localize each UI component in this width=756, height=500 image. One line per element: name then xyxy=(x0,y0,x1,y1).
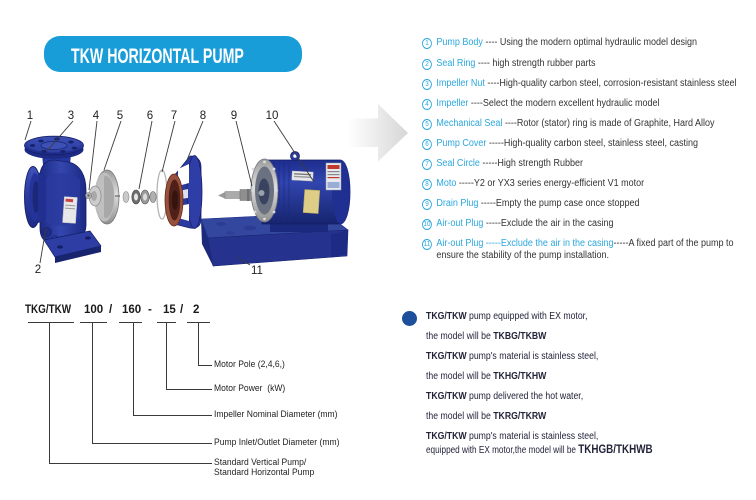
svg-text:2: 2 xyxy=(35,264,41,276)
svg-text:1: 1 xyxy=(27,110,33,122)
svg-text:9: 9 xyxy=(231,110,237,122)
svg-text:8: 8 xyxy=(200,110,206,122)
svg-text:6: 6 xyxy=(147,110,153,122)
svg-text:5: 5 xyxy=(117,110,123,122)
svg-text:7: 7 xyxy=(171,110,177,122)
svg-text:10: 10 xyxy=(266,110,279,122)
svg-text:4: 4 xyxy=(93,110,100,122)
svg-text:11: 11 xyxy=(251,265,263,277)
svg-text:3: 3 xyxy=(68,110,74,122)
